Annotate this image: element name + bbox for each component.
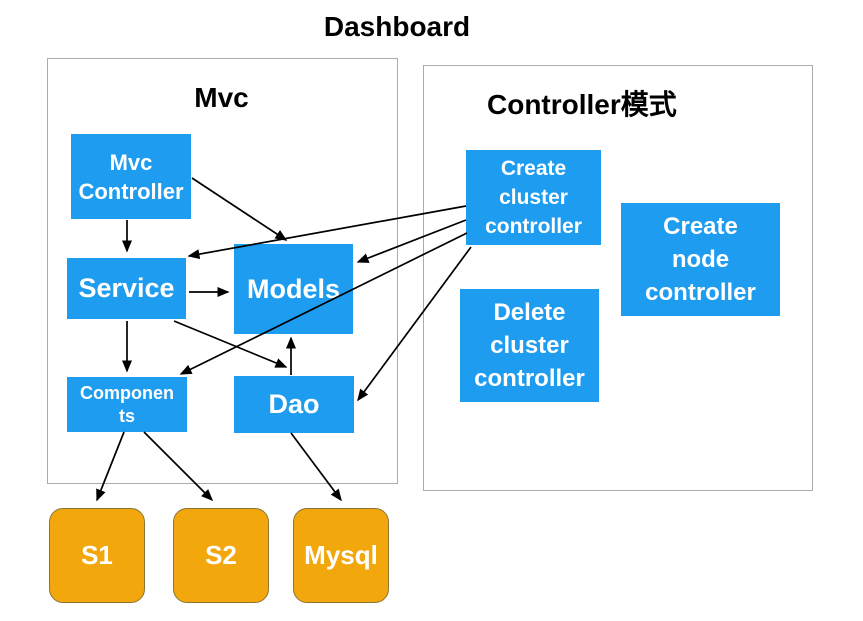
node-label-line: Service	[78, 273, 175, 303]
node-models: Models	[234, 244, 353, 334]
node-label-line: Delete	[493, 299, 566, 326]
node-create-cluster-controller: Create cluster controller	[466, 150, 601, 245]
node-service: Service	[67, 258, 186, 319]
group-controller-pattern-title: Controller模式	[487, 89, 677, 120]
node-mysql: Mysql	[293, 508, 389, 603]
node-label-line: Controller	[78, 178, 184, 204]
node-create-node-controller: Create node controller	[621, 203, 780, 316]
node-label-line: controller	[485, 215, 582, 238]
node-s2: S2	[173, 508, 269, 603]
node-label-line: Create	[500, 157, 567, 180]
page-title: Dashboard	[323, 11, 471, 42]
group-mvc-title: Mvc	[194, 82, 249, 113]
node-mvc-controller: Mvc Controller	[71, 134, 191, 219]
node-label-line: Create	[663, 213, 738, 240]
node-label-line: Dao	[268, 389, 320, 419]
node-label-line: controller	[474, 365, 585, 392]
node-dao: Dao	[234, 376, 354, 433]
node-components: Componen ts	[67, 377, 187, 432]
node-label-line: Componen	[80, 382, 174, 403]
node-label-line: ts	[118, 405, 135, 426]
node-label-line: cluster	[490, 332, 569, 359]
node-s1: S1	[49, 508, 145, 603]
node-delete-cluster-controller: Delete cluster controller	[460, 289, 599, 402]
node-label-line: S2	[205, 540, 237, 570]
node-label-line: Mvc	[109, 149, 153, 175]
node-label-line: controller	[645, 279, 756, 306]
node-label-line: Mysql	[304, 540, 378, 570]
node-label-line: cluster	[499, 186, 568, 209]
node-label-line: Models	[246, 273, 340, 304]
node-label-line: node	[671, 246, 730, 273]
node-label-line: S1	[81, 540, 113, 570]
